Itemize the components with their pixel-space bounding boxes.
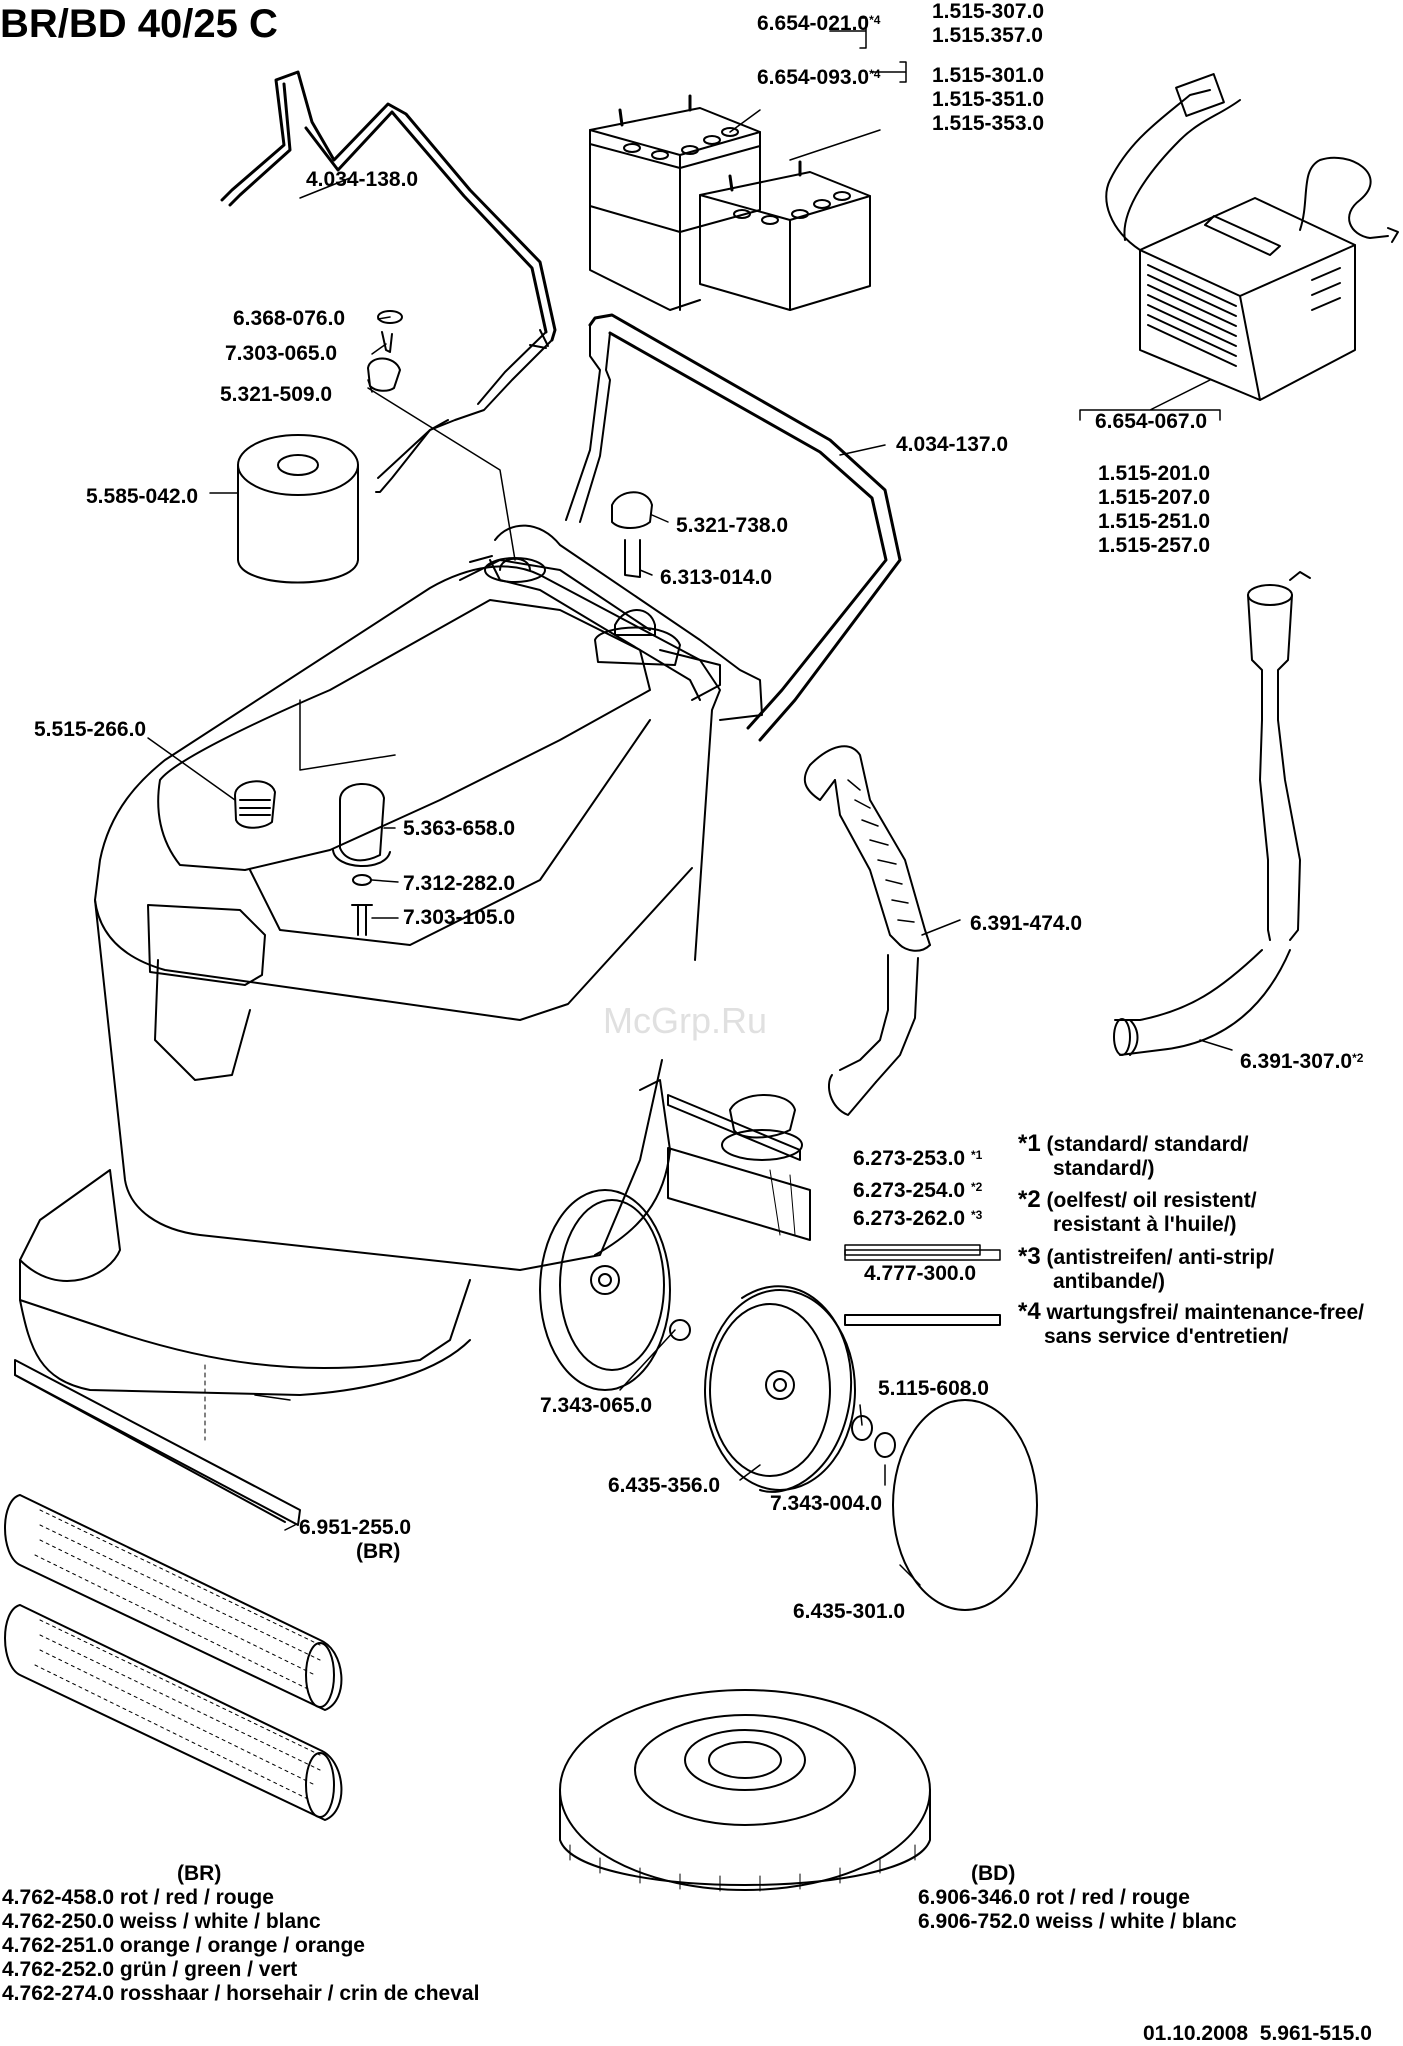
part-label-sleeve: 5.363-658.0 <box>403 817 516 840</box>
part-label-wheel-cover: 6.435-301.0 <box>793 1600 906 1623</box>
battery-part-2: 6.654-093.0*4 <box>757 66 881 89</box>
squeegee-lip-2: 6.273-254.0 *2 <box>853 1179 983 1202</box>
part-label-washer-small: 7.312-282.0 <box>403 872 516 895</box>
battery-part-1: 6.654-021.0*4 <box>757 12 881 35</box>
charger-part: 6.654-067.0 <box>1095 410 1208 433</box>
part-label-washer-wheel: 7.343-065.0 <box>540 1394 653 1417</box>
part-label-support: 4.777-300.0 <box>864 1262 977 1285</box>
pad-item: 6.906-346.0 rot / red / rouge <box>918 1886 1190 1909</box>
legend-item-2: *2 (oelfest/ oil resistent/ resistant à … <box>1018 1186 1257 1237</box>
footer: 01.10.2008 5.961-515.0 <box>1143 2022 1372 2045</box>
watermark: McGrp.Ru <box>603 1000 768 1041</box>
part-label-filter: 5.585-042.0 <box>86 485 199 508</box>
squeegee-drawing <box>667 1094 1001 1326</box>
brushes-br-heading: (BR) <box>177 1862 222 1885</box>
part-label-fill-cap: 5.515-266.0 <box>34 718 147 741</box>
drain-hose-drawing <box>1113 571 1311 1056</box>
brushes-br-list: 4.762-458.0 rot / red / rouge 4.762-250.… <box>2 1886 479 2006</box>
small-hardware-drawing <box>234 310 681 936</box>
part-label-drain-hose: 6.391-307.0*2 <box>1240 1050 1364 1073</box>
filter-drawing <box>237 434 359 584</box>
part-label-suction-hose: 6.391-474.0 <box>970 912 1083 935</box>
part-label-screw-small: 7.303-105.0 <box>403 906 516 929</box>
legend-item-3: *3 (antistreifen/ anti-strip/ antibande/… <box>1018 1243 1275 1294</box>
part-label-wheel: 6.435-356.0 <box>608 1474 721 1497</box>
part-label-hub-ring: 5.115-608.0 <box>878 1377 989 1400</box>
brush-item: 4.762-250.0 weiss / white / blanc <box>2 1910 321 1933</box>
legend-item-4: *4 wartungsfrei/ maintenance-free/ sans … <box>1018 1298 1364 1349</box>
leader-lines <box>147 17 1233 1586</box>
battery-models-1: 1.515-307.0 1.515.357.0 <box>932 0 1045 47</box>
legend-item-1: *1 (standard/ standard/ standard/) <box>1018 1130 1249 1181</box>
pads-bd-heading: (BD) <box>971 1862 1016 1885</box>
squeegee-lip-3: 6.273-262.0 *3 <box>853 1207 983 1230</box>
squeegee-lip-1: 6.273-253.0 *1 <box>853 1147 983 1170</box>
footer-doc-number: 5.961-515.0 <box>1259 2022 1372 2045</box>
part-label-squeegee-blade: 6.951-255.0 <box>299 1516 412 1539</box>
part-label-knob-mid: 5.321-738.0 <box>676 514 789 537</box>
brush-item: 4.762-252.0 grün / green / vert <box>2 1958 298 1981</box>
brush-item: 4.762-274.0 rosshaar / horsehair / crin … <box>2 1982 480 2005</box>
charger-models: 1.515-201.0 1.515-207.0 1.515-251.0 1.51… <box>1098 462 1211 557</box>
pad-item: 6.906-752.0 weiss / white / blanc <box>918 1910 1237 1933</box>
part-label-pin: 6.313-014.0 <box>660 566 773 589</box>
squeegee-blade-drawing <box>14 1359 301 1526</box>
roller-brushes-drawing <box>4 1494 343 1821</box>
brush-item: 4.762-458.0 rot / red / rouge <box>2 1886 274 1909</box>
wheels-drawing <box>539 1189 1038 1611</box>
battery-drawing <box>589 94 871 311</box>
part-label-cap: 6.368-076.0 <box>233 307 346 330</box>
machine-body-drawing <box>19 524 763 1396</box>
suction-hose-drawing <box>803 745 931 1116</box>
push-handle-drawing <box>565 313 902 742</box>
pads-bd-list: 6.906-346.0 rot / red / rouge 6.906-752.… <box>918 1886 1237 1934</box>
part-label-push-handle: 4.034-137.0 <box>896 433 1009 456</box>
footer-date: 01.10.2008 <box>1143 2022 1249 2045</box>
part-label-knob-top: 5.321-509.0 <box>220 383 333 406</box>
part-label-handle-bow: 4.034-138.0 <box>306 168 419 191</box>
part-label-screw-top: 7.303-065.0 <box>225 342 338 365</box>
brush-item: 4.762-251.0 orange / orange / orange <box>2 1934 365 1957</box>
charger-drawing <box>1105 73 1399 401</box>
battery-models-2: 1.515-301.0 1.515-351.0 1.515-353.0 <box>932 64 1045 135</box>
handle-bow-drawing <box>220 70 557 493</box>
disc-brush-drawing <box>559 1689 931 1892</box>
part-label-squeegee-blade-note: (BR) <box>356 1540 401 1563</box>
part-label-washer-outer: 7.343-004.0 <box>770 1492 883 1515</box>
page-title: BR/BD 40/25 C <box>0 2 278 46</box>
